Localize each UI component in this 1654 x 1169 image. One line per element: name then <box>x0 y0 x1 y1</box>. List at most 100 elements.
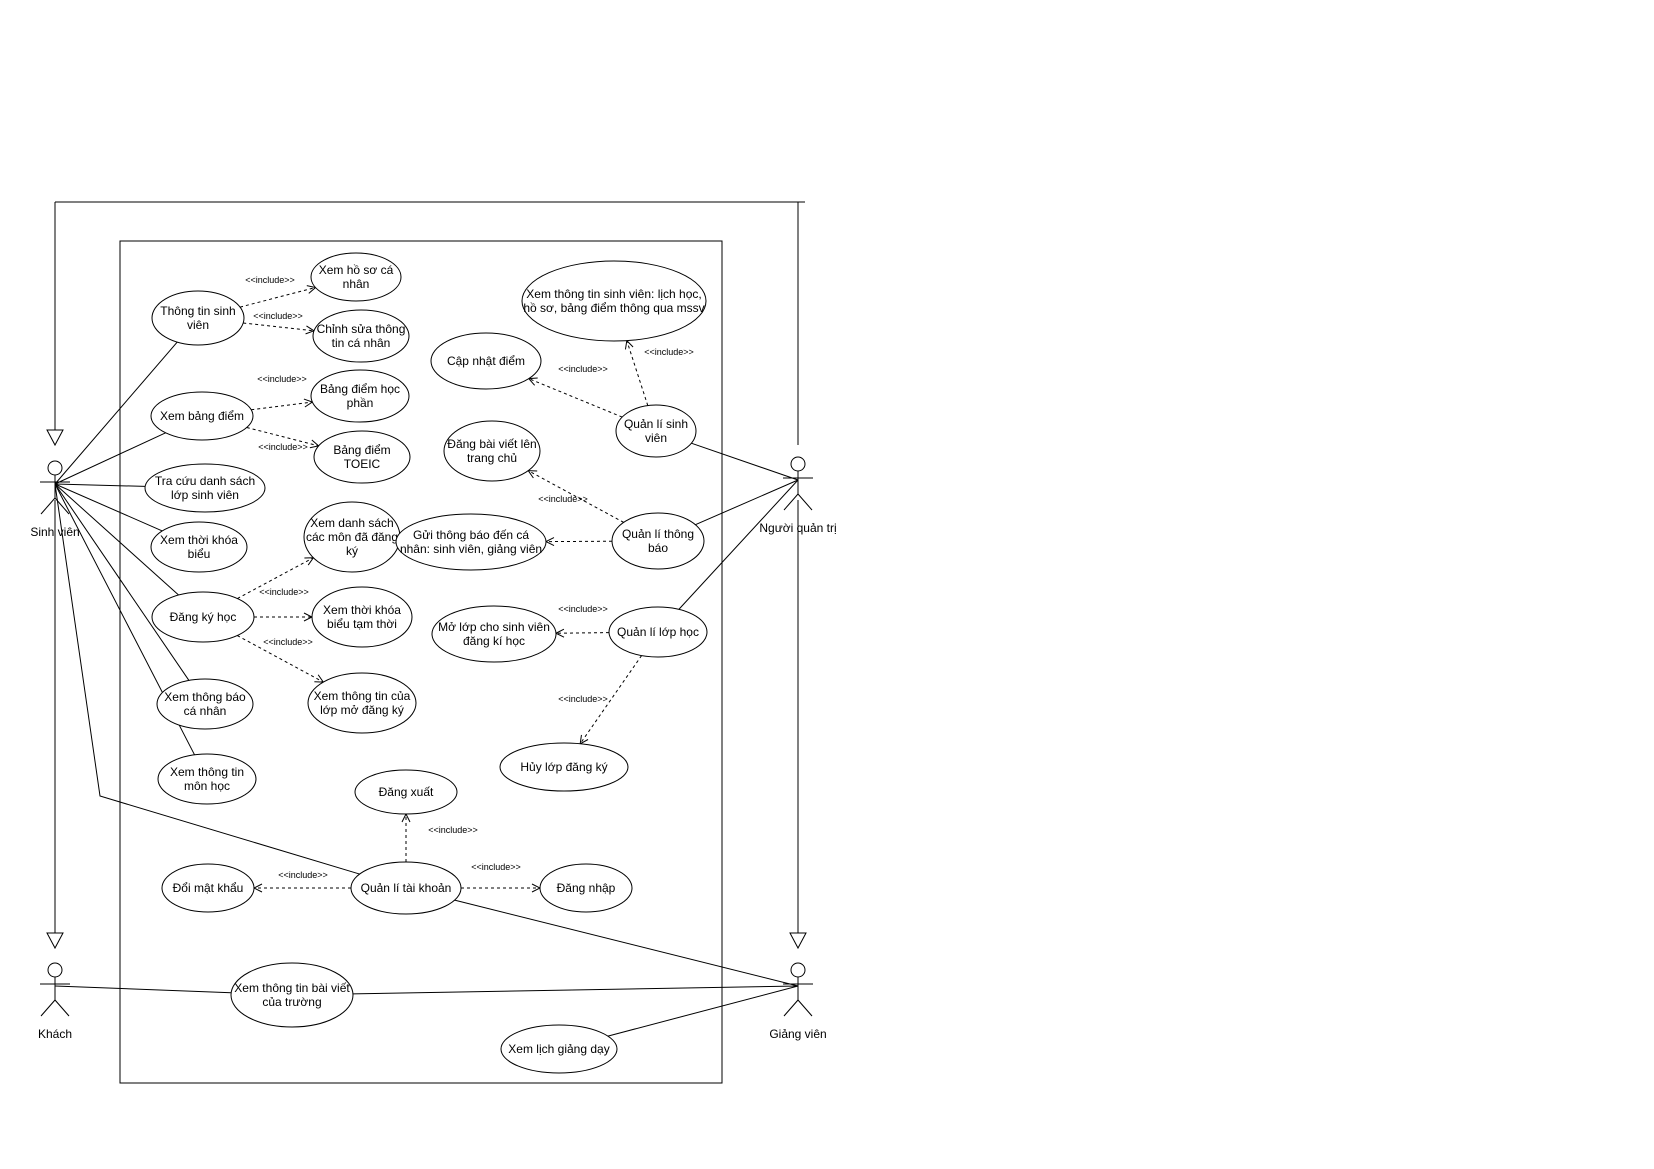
actor-leg <box>797 493 813 511</box>
usecase-label: viên <box>187 318 209 332</box>
usecase-label: Xem lịch giảng dạy <box>508 1042 609 1056</box>
association-giangvien-xembv <box>352 985 799 995</box>
usecase-label: trang chủ <box>467 451 517 465</box>
usecase-label: Xem thời khóa <box>160 533 238 547</box>
association-sinhvien-qltk <box>54 483 360 875</box>
association-khach-xembv <box>54 985 232 994</box>
usecase-ellipse <box>443 420 541 482</box>
include-xembd-bdtoeic <box>246 426 319 445</box>
usecase-ellipse <box>156 678 254 730</box>
usecase-xemlich[interactable]: Xem lịch giảng dạy <box>500 1024 618 1074</box>
usecase-label: Xem bảng điểm <box>160 409 244 423</box>
usecase-label: Bảng điểm học <box>320 382 400 396</box>
include-label: <<include>> <box>245 275 295 285</box>
association-sinhvien-tracuu <box>54 483 146 487</box>
usecase-label: Quản lí lớp học <box>617 625 699 639</box>
usecase-label: nhân: sinh viên, giảng viên <box>400 542 542 556</box>
usecase-huylop[interactable]: Hủy lớp đăng ký <box>499 742 629 792</box>
usecase-label: hồ sơ, bảng điểm thông qua mssv <box>523 301 704 315</box>
usecase-label: Quản lí thông <box>622 527 694 541</box>
usecase-qllop[interactable]: Quản lí lớp học <box>608 606 708 658</box>
association-quantri-qltb <box>695 479 799 526</box>
actor-quantri[interactable]: Người quản trị <box>759 456 837 535</box>
usecase-ellipse <box>144 463 266 513</box>
actor-khach[interactable]: Khách <box>38 962 72 1041</box>
usecase-ellipse <box>608 606 708 658</box>
usecase-xembd[interactable]: Xem bảng điểm <box>150 391 254 441</box>
usecase-doimk[interactable]: Đổi mật khẩu <box>161 863 255 913</box>
usecase-capnhat[interactable]: Cập nhật điểm <box>430 332 542 390</box>
usecase-ellipse <box>310 369 410 423</box>
usecase-xemttsvmssv[interactable]: Xem thông tin sinh viên: lịch học,hồ sơ,… <box>521 260 707 342</box>
usecase-label: của trường <box>262 995 321 1009</box>
include-label: <<include>> <box>558 364 608 374</box>
include-label: <<include>> <box>471 862 521 872</box>
usecase-ellipse <box>157 753 257 805</box>
actor-head <box>47 962 63 978</box>
association-quantri-qlsv <box>691 442 799 481</box>
usecase-label: Đăng bài viết lên <box>447 437 536 451</box>
usecase-dangxuat[interactable]: Đăng xuất <box>354 769 458 815</box>
association-sinhvien-xembd <box>54 432 166 485</box>
actor-sinhvien[interactable]: Sinh viên <box>30 460 80 539</box>
usecase-label: Đăng nhập <box>557 881 616 895</box>
usecase-label: lớp mở đăng ký <box>320 703 404 717</box>
usecase-label: Thông tin sinh <box>160 304 235 318</box>
usecase-ellipse <box>312 309 410 363</box>
actor-leg <box>783 999 799 1017</box>
usecase-ellipse <box>150 391 254 441</box>
usecase-ellipse <box>521 260 707 342</box>
usecase-label: Đăng xuất <box>379 785 434 799</box>
usecase-dangnhap[interactable]: Đăng nhập <box>539 863 633 913</box>
usecase-label: Xem thời khóa <box>323 603 401 617</box>
usecase-label: các môn đã đăng <box>306 530 398 544</box>
usecase-label: Chỉnh sửa thông <box>317 322 406 336</box>
actor-leg <box>797 999 813 1017</box>
usecase-dangky[interactable]: Đăng ký học <box>151 591 255 643</box>
association-quantri-qllop <box>678 479 799 610</box>
usecase-ellipse <box>431 605 557 663</box>
usecase-label: Xem thông tin bài viết <box>234 981 350 995</box>
usecase-label: lớp sinh viên <box>171 488 239 502</box>
usecase-ellipse <box>500 1024 618 1074</box>
usecase-ellipse <box>307 672 417 734</box>
usecase-ellipse <box>150 521 248 573</box>
usecase-qltk[interactable]: Quản lí tài khoản <box>350 861 462 915</box>
usecase-ellipse <box>499 742 629 792</box>
usecase-label: Gửi thông báo đến cá <box>413 528 529 542</box>
usecase-label: Xem thông tin của <box>314 689 411 703</box>
usecase-label: Bảng điểm <box>333 443 390 457</box>
usecase-label: Xem hồ sơ cá <box>319 263 394 277</box>
usecase-label: Xem thông tin sinh viên: lịch học, <box>526 287 701 301</box>
actor-leg <box>40 497 56 515</box>
usecase-label: biểu <box>188 547 211 561</box>
actor-giangvien[interactable]: Giảng viên <box>769 962 827 1041</box>
usecase-ellipse <box>313 430 411 484</box>
include-label: <<include>> <box>644 347 694 357</box>
usecase-label: báo <box>648 541 668 555</box>
usecase-label: Mở lớp cho sinh viên <box>438 620 550 634</box>
usecase-label: Quản lí sinh <box>624 417 688 431</box>
system-boundary <box>119 240 723 1084</box>
